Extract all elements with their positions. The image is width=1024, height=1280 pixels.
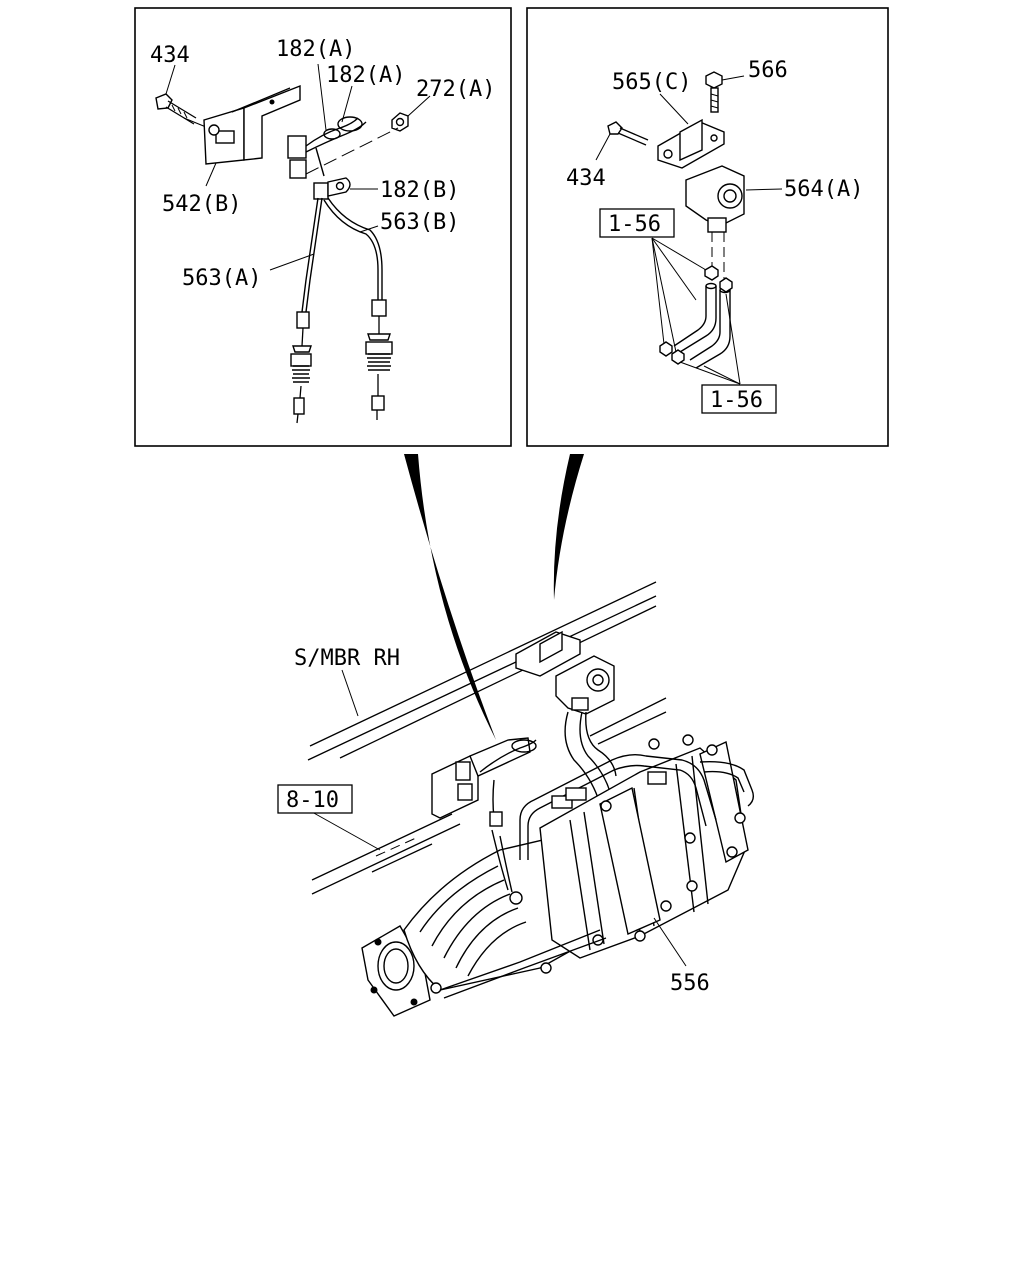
label-565c: 565(C) bbox=[612, 70, 691, 95]
label-272a: 272(A) bbox=[416, 77, 495, 102]
label-434-right: 434 bbox=[566, 166, 606, 191]
reference-box-1-56-top: 1-56 bbox=[599, 208, 675, 238]
bolt-434-right bbox=[607, 121, 649, 146]
bolt-566 bbox=[705, 71, 723, 113]
main-assembly-view: S/MBR RH 8-10 556 bbox=[277, 581, 755, 1017]
nut-272a bbox=[391, 112, 409, 132]
dpf-catalyst-body bbox=[361, 734, 749, 1017]
sensor-cable-563a bbox=[290, 197, 323, 424]
reference-box-1-56-bottom: 1-56 bbox=[701, 384, 777, 414]
label-434-left: 434 bbox=[150, 43, 190, 68]
svg-text:8-10: 8-10 bbox=[286, 788, 339, 813]
sensor-cable-563b bbox=[323, 197, 393, 420]
callout-swoosh-right bbox=[553, 454, 584, 600]
callout-swoosh-left bbox=[404, 454, 496, 740]
main-hoses bbox=[564, 711, 617, 799]
flange-block-564a bbox=[685, 165, 745, 233]
bolt-434-left bbox=[155, 93, 197, 125]
connector-182a bbox=[287, 116, 367, 179]
svg-text:1-56: 1-56 bbox=[608, 212, 661, 237]
label-564a: 564(A) bbox=[784, 177, 863, 202]
side-member-frame bbox=[307, 581, 667, 895]
label-542b: 542(B) bbox=[162, 192, 241, 217]
svg-text:1-56: 1-56 bbox=[710, 388, 763, 413]
label-182a-1: 182(A) bbox=[276, 37, 355, 62]
dpf-pressure-pipes bbox=[439, 753, 755, 999]
label-563b: 563(B) bbox=[380, 210, 459, 235]
bracket-542b bbox=[203, 84, 301, 165]
clip-182b bbox=[313, 177, 351, 200]
lower-sensor-bracket bbox=[431, 737, 537, 827]
label-566: 566 bbox=[748, 58, 788, 83]
label-182a-2: 182(A) bbox=[326, 63, 405, 88]
bracket-565c bbox=[657, 118, 725, 169]
left-detail-panel: 434 182(A) 182(A) 272(A) 542(B) 182(B) 5… bbox=[134, 7, 512, 447]
right-detail-panel: 565(C) 566 434 564(A) 1-56 1-56 bbox=[526, 7, 889, 447]
label-smbr-rh: S/MBR RH bbox=[294, 646, 400, 671]
reference-box-8-10: 8-10 bbox=[277, 784, 353, 814]
label-563a: 563(A) bbox=[182, 266, 261, 291]
upper-bracket-assembly bbox=[515, 630, 615, 715]
pipe-tubes bbox=[659, 265, 733, 369]
label-182b: 182(B) bbox=[380, 178, 459, 203]
label-556: 556 bbox=[670, 971, 710, 996]
